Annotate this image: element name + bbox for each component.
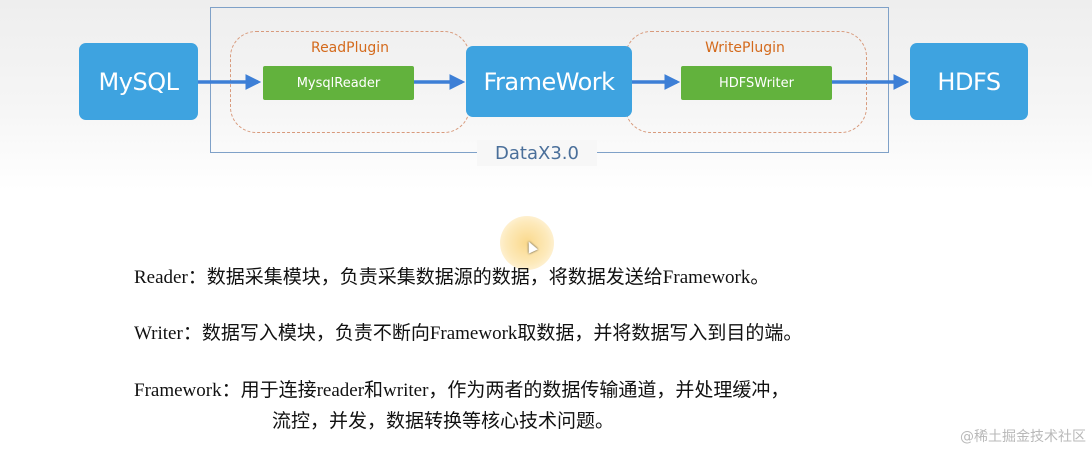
cursor-highlight [500,216,554,270]
write-plugin-title: WritePlugin [705,40,785,56]
hdfs-target-box: HDFS [910,43,1028,120]
writer-description: Writer：数据写入模块，负责不断向Framework取数据，并将数据写入到目… [134,323,803,344]
framework-description-line1: Framework：用于连接reader和writer，作为两者的数据传输通道，… [134,380,790,401]
read-plugin-title: ReadPlugin [310,40,390,56]
mysql-source-box: MySQL [79,43,198,120]
mysql-reader-box: MysqlReader [263,66,414,100]
watermark: @稀土掘金技术社区 [960,429,1086,445]
framework-box: FrameWork [466,46,632,117]
datax-label: DataX3.0 [477,140,597,166]
framework-description-line2: 流控，并发，数据转换等核心技术问题。 [272,411,615,432]
reader-description: Reader：数据采集模块，负责采集数据源的数据，将数据发送给Framework… [134,267,770,288]
hdfs-writer-box: HDFSWriter [681,66,832,100]
